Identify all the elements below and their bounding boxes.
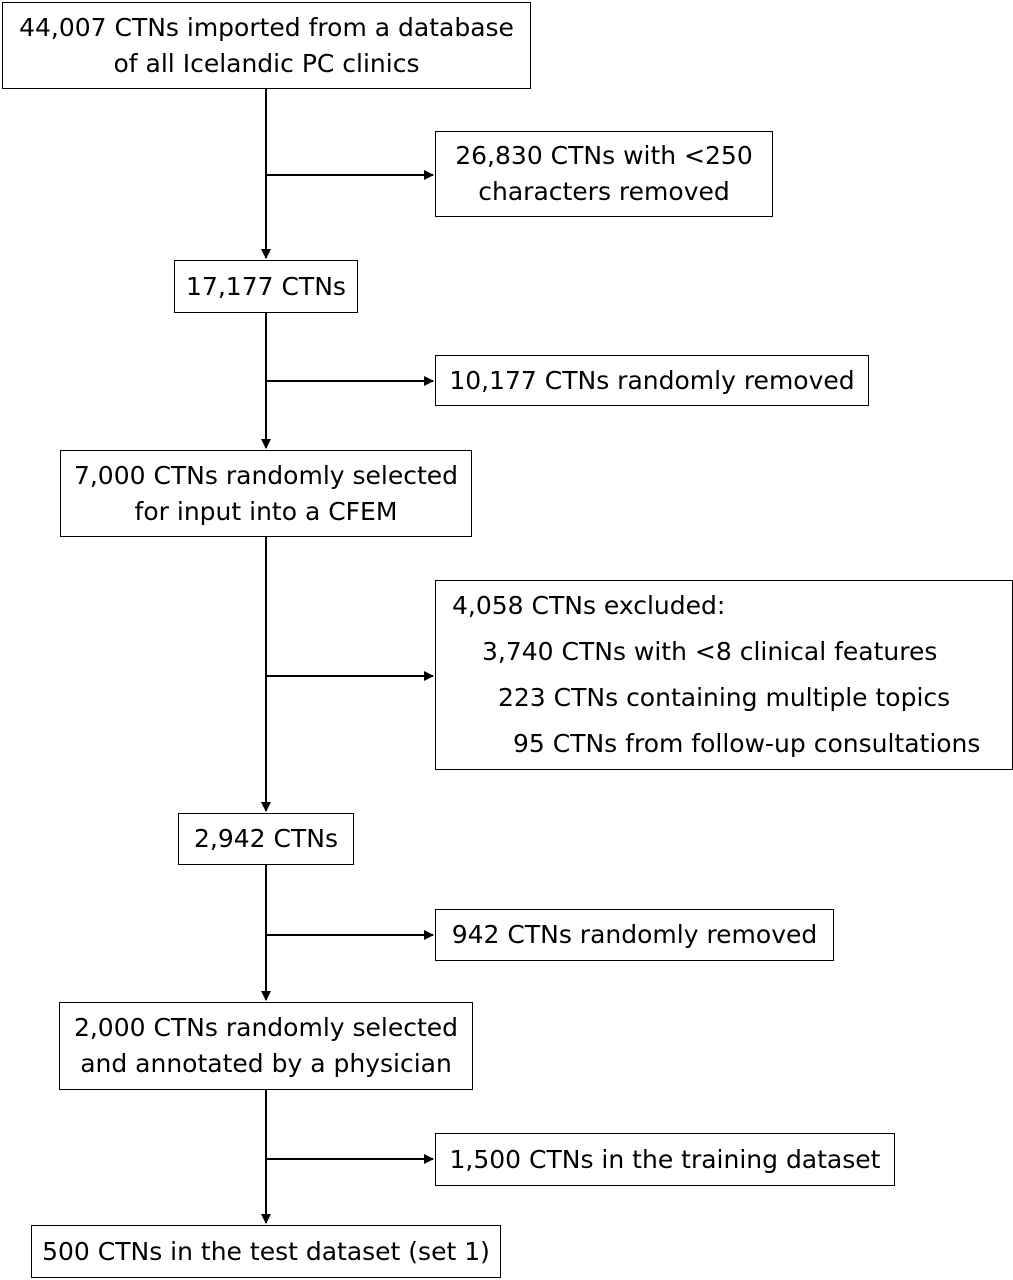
box-17177: 17,177 CTNs	[174, 260, 358, 313]
box-7000-line-2: for input into a CFEM	[134, 496, 398, 526]
box-imported-line-1: 44,007 CTNs imported from a database	[19, 12, 514, 42]
box-random-removed-1: 10,177 CTNs randomly removed	[435, 355, 869, 406]
box-imported-line-2: of all Icelandic PC clinics	[113, 48, 420, 78]
box-2000: 2,000 CTNs randomly selected and annotat…	[59, 1002, 473, 1090]
box-short-removed-line-2: characters removed	[478, 177, 730, 206]
box-random-removed-2: 942 CTNs randomly removed	[435, 909, 834, 961]
box-2942: 2,942 CTNs	[178, 813, 354, 865]
box-short-removed-line-1: 26,830 CTNs with <250	[455, 141, 753, 170]
box-short-removed: 26,830 CTNs with <250 characters removed	[435, 131, 773, 217]
box-imported: 44,007 CTNs imported from a database of …	[2, 2, 531, 89]
box-excluded: 4,058 CTNs excluded: 3,740 CTNs with <8 …	[435, 580, 1013, 770]
box-7000-line-1: 7,000 CTNs randomly selected	[73, 460, 459, 490]
box-2000-line-1: 2,000 CTNs randomly selected	[73, 1013, 459, 1042]
excluded-reason-features: 3,740 CTNs with <8 clinical features	[482, 637, 938, 666]
box-2000-line-2: and annotated by a physician	[80, 1049, 452, 1078]
box-training-set-line-1: 1,500 CTNs in the training dataset	[449, 1144, 881, 1174]
box-training-set: 1,500 CTNs in the training dataset	[435, 1133, 895, 1186]
excluded-heading: 4,058 CTNs excluded:	[452, 591, 726, 620]
excluded-reason-followup: 95 CTNs from follow-up consultations	[513, 729, 981, 758]
excluded-reason-topics: 223 CTNs containing multiple topics	[498, 683, 951, 712]
box-2942-line-1: 2,942 CTNs	[194, 824, 338, 853]
box-17177-line-1: 17,177 CTNs	[186, 271, 346, 301]
box-random-removed-1-line-1: 10,177 CTNs randomly removed	[449, 365, 855, 395]
box-7000: 7,000 CTNs randomly selected for input i…	[60, 450, 472, 537]
box-random-removed-2-line-1: 942 CTNs randomly removed	[451, 920, 818, 949]
box-test-set: 500 CTNs in the test dataset (set 1)	[31, 1225, 501, 1278]
box-test-set-line-1: 500 CTNs in the test dataset (set 1)	[42, 1236, 490, 1266]
